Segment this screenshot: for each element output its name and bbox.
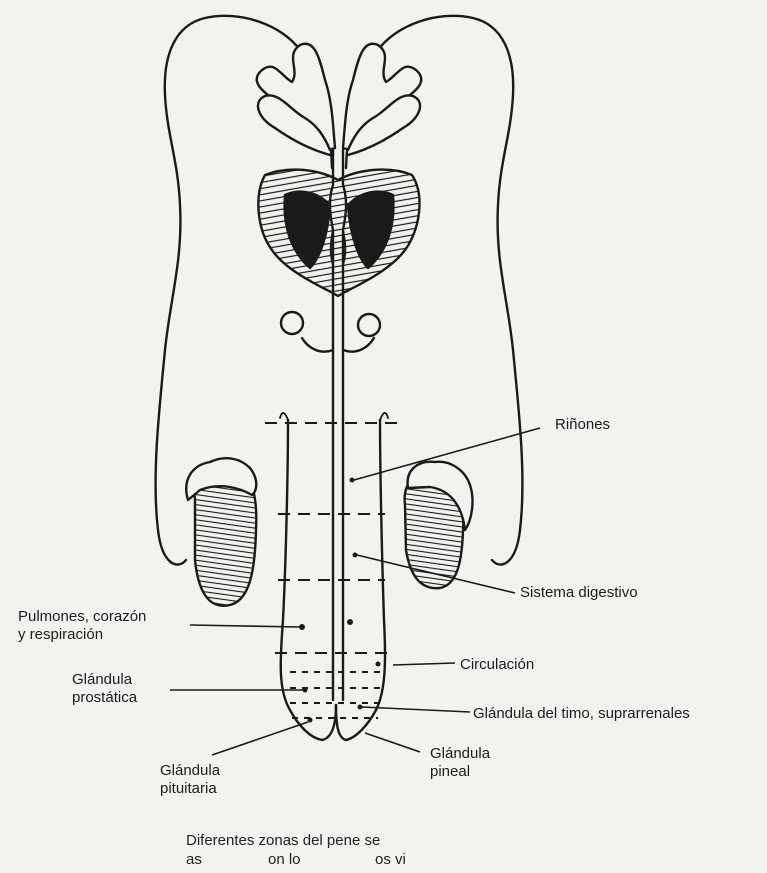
left-cowper-gland <box>281 312 303 334</box>
leader-circulation <box>393 663 455 665</box>
label-pituitary-1: Glándula <box>160 762 220 779</box>
cowper-glands <box>302 338 374 352</box>
label-pineal-2: pineal <box>430 763 470 780</box>
leader-pituitary <box>212 722 308 755</box>
label-lungs-heart-1: Pulmones, corazón <box>18 608 146 625</box>
label-kidneys: Riñones <box>555 416 610 433</box>
prostate <box>258 170 419 296</box>
leader-thymus <box>362 707 470 712</box>
caption-line-1: Diferentes zonas del pene se <box>186 832 380 850</box>
label-prostate-1: Glándula <box>72 671 132 688</box>
caption-line-2b: on lo <box>268 851 301 869</box>
right-cowper-gland <box>358 314 380 336</box>
caption-line-2c: os vi <box>375 851 406 869</box>
leader-pineal <box>365 733 420 752</box>
label-pituitary-2: pituitaria <box>160 780 217 797</box>
label-digestive-system: Sistema digestivo <box>520 584 638 601</box>
label-circulation: Circulación <box>460 656 534 673</box>
caption-line-2a: as <box>186 851 202 869</box>
label-prostate-2: prostática <box>72 689 137 706</box>
label-thymus-adrenals: Glándula del timo, suprarrenales <box>473 705 690 722</box>
label-pineal-1: Glándula <box>430 745 490 762</box>
label-lungs-heart-2: y respiración <box>18 626 103 643</box>
